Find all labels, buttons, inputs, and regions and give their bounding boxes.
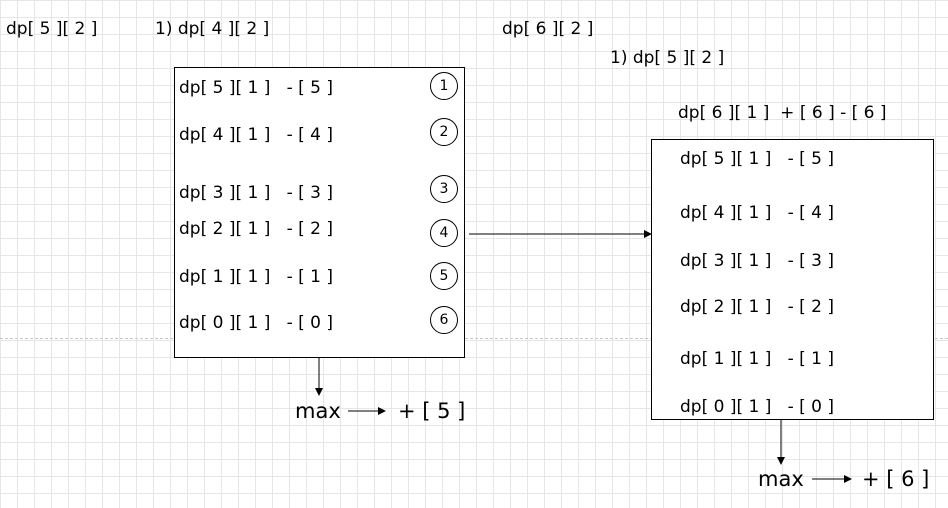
left-row-2: dp[ 4 ][ 1 ] - [ 4 ] [179,125,333,145]
right-result: + [ 6 ] [862,467,930,491]
left-row-3: dp[ 3 ][ 1 ] - [ 3 ] [179,183,333,203]
right-row-4: dp[ 2 ][ 1 ] - [ 2 ] [680,297,834,317]
circled-number-2: 2 [430,118,458,146]
right-row-5: dp[ 1 ][ 1 ] - [ 1 ] [680,349,834,369]
horizontal-dashed-guide [0,338,948,339]
left-row-5: dp[ 1 ][ 1 ] - [ 1 ] [179,267,333,287]
left-box: dp[ 5 ][ 1 ] - [ 5 ] dp[ 4 ][ 1 ] - [ 4 … [174,67,465,358]
right-row-1: dp[ 5 ][ 1 ] - [ 5 ] [680,149,834,169]
left-step-label: 1) dp[ 4 ][ 2 ] [155,19,270,39]
right-heading: dp[ 6 ][ 2 ] [502,19,594,39]
circled-number-5: 5 [430,262,458,290]
left-heading: dp[ 5 ][ 2 ] [6,19,98,39]
right-max-label: max [758,467,804,491]
circled-number-1: 1 [430,72,458,100]
left-row-1: dp[ 5 ][ 1 ] - [ 5 ] [179,78,333,98]
left-row-4: dp[ 2 ][ 1 ] - [ 2 ] [179,219,333,239]
right-box: dp[ 5 ][ 1 ] - [ 5 ] dp[ 4 ][ 1 ] - [ 4 … [651,139,934,420]
left-row-6: dp[ 0 ][ 1 ] - [ 0 ] [179,313,333,333]
right-row-3: dp[ 3 ][ 1 ] - [ 3 ] [680,251,834,271]
left-max-label: max [295,399,341,423]
circled-number-3: 3 [430,175,458,203]
left-result: + [ 5 ] [398,399,466,423]
right-formula: dp[ 6 ][ 1 ] + [ 6 ] - [ 6 ] [678,103,887,123]
right-row-2: dp[ 4 ][ 1 ] - [ 4 ] [680,203,834,223]
circled-number-6: 6 [430,306,458,334]
circled-number-4: 4 [430,219,458,247]
right-step-label: 1) dp[ 5 ][ 2 ] [610,48,725,68]
right-row-6: dp[ 0 ][ 1 ] - [ 0 ] [680,397,834,417]
